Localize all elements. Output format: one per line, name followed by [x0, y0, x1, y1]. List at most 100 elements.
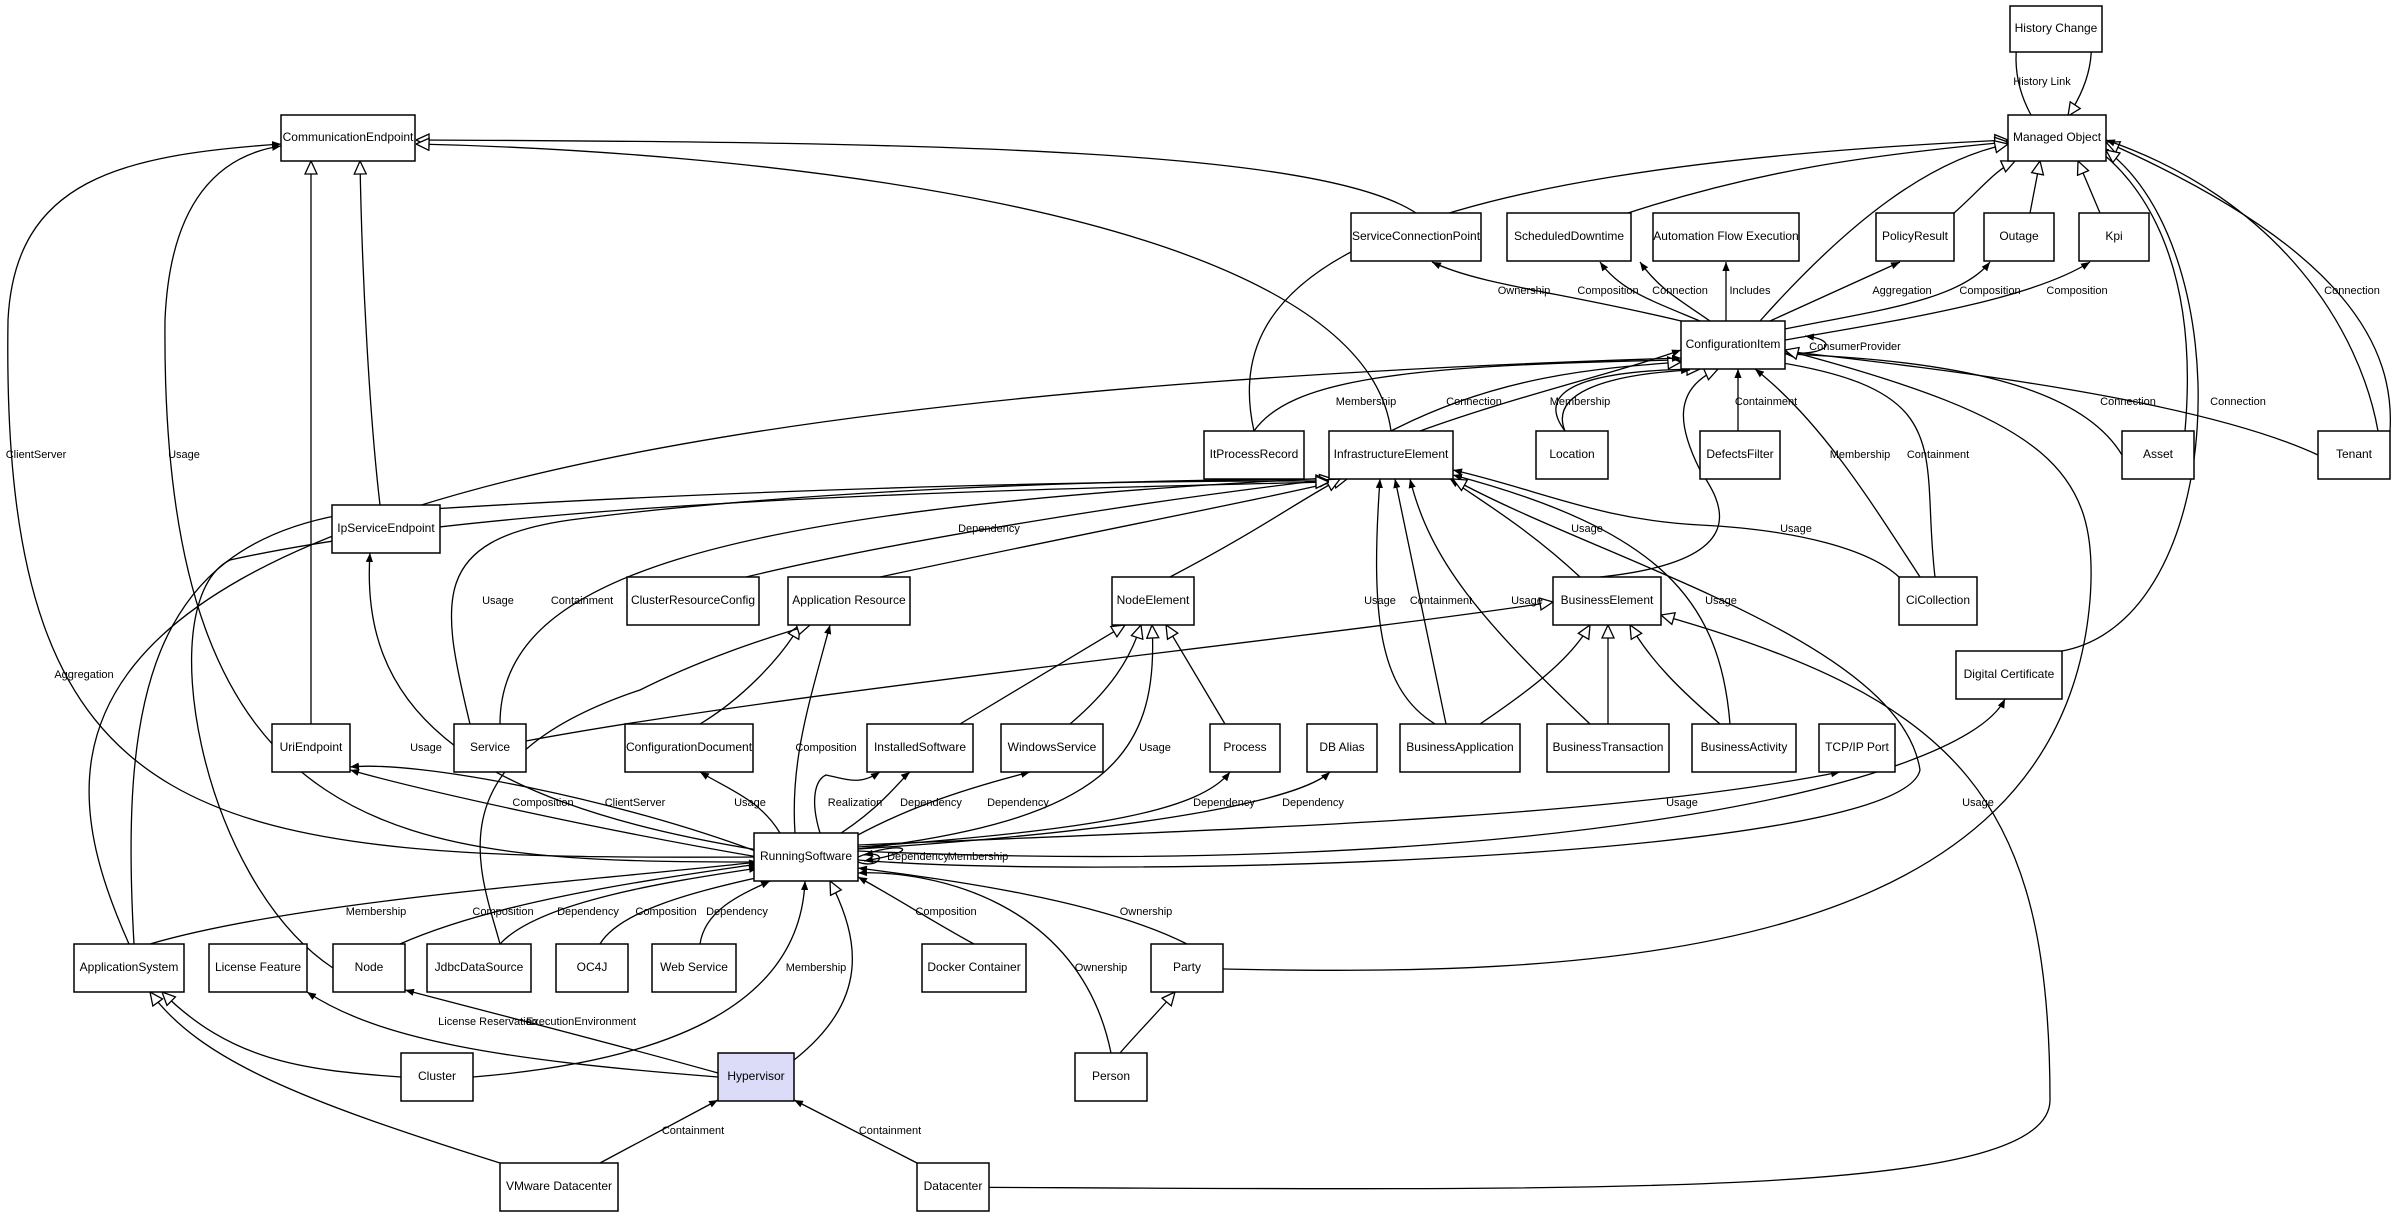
edge-label-connection: Connection [2210, 396, 2266, 408]
node-box [453, 723, 527, 773]
edge-label-usage: Usage [1571, 523, 1603, 535]
class-node-policy-result[interactable]: PolicyResult [1875, 212, 1955, 262]
class-node-tenant[interactable]: Tenant [2317, 430, 2391, 480]
edge-running-software-to-application-resource [793, 624, 832, 834]
node-label: Node [355, 960, 384, 974]
edge-line [2106, 142, 2392, 432]
node-label: Service [470, 740, 510, 754]
class-node-asset[interactable]: Asset [2121, 430, 2195, 480]
node-box [208, 943, 308, 993]
class-node-hypervisor[interactable]: Hypervisor [717, 1052, 795, 1102]
edge-running-software-to-configuration-document [699, 771, 781, 834]
node-label: Automation Flow Execution [1653, 229, 1798, 243]
edge-datacenter-to-hypervisor [793, 1099, 918, 1164]
class-node-application-system[interactable]: ApplicationSystem [73, 943, 185, 993]
edge-line [472, 880, 809, 1078]
edge-running-software-to-digital-certificate [857, 698, 2006, 858]
class-node-application-resource[interactable]: Application Resource [787, 576, 911, 626]
edge-line [793, 624, 832, 834]
class-node-digital-certificate[interactable]: Digital Certificate [1955, 650, 2063, 700]
edge-label-usage: Usage [1962, 797, 1994, 809]
class-node-outage[interactable]: Outage [1983, 212, 2055, 262]
class-node-node[interactable]: Node [332, 943, 406, 993]
class-node-business-transaction[interactable]: BusinessTransaction [1546, 723, 1670, 773]
edge-line [150, 992, 501, 1164]
node-box [1000, 723, 1104, 773]
class-node-uri-endpoint[interactable]: UriEndpoint [271, 723, 351, 773]
class-node-configuration-document[interactable]: ConfigurationDocument [624, 723, 754, 773]
edge-node-to-running-software [399, 861, 759, 945]
class-node-docker-container[interactable]: Docker Container [921, 943, 1027, 993]
class-node-installed-software[interactable]: InstalledSoftware [866, 723, 974, 773]
edge-label-composition: Composition [915, 906, 976, 918]
edge-label-usage: Usage [1705, 595, 1737, 607]
class-node-it-process-record[interactable]: ItProcessRecord [1203, 430, 1305, 480]
class-node-scheduled-downtime[interactable]: ScheduledDowntime [1506, 212, 1632, 262]
class-node-configuration-item[interactable]: ConfigurationItem [1680, 320, 1786, 370]
class-node-infrastructure-element[interactable]: InfrastructureElement [1328, 430, 1454, 480]
node-label: BusinessApplication [1406, 740, 1513, 754]
class-node-tcp-ip-port[interactable]: TCP/IP Port [1818, 723, 1896, 773]
class-node-oc4j[interactable]: OC4J [555, 943, 629, 993]
class-node-license-feature[interactable]: License Feature [208, 943, 308, 993]
class-node-defects-filter[interactable]: DefectsFilter [1699, 430, 1781, 480]
class-node-business-application[interactable]: BusinessApplication [1399, 723, 1521, 773]
class-node-vmware-datacenter[interactable]: VMware Datacenter [499, 1162, 619, 1212]
node-label: License Feature [215, 960, 301, 974]
edge-line [829, 771, 911, 841]
class-node-db-alias[interactable]: DB Alias [1306, 723, 1378, 773]
edge-line [416, 144, 1392, 432]
class-node-kpi[interactable]: Kpi [2078, 212, 2150, 262]
edge-label-composition: Composition [472, 906, 533, 918]
node-label: PolicyResult [1882, 229, 1949, 243]
node-label: NodeElement [1117, 593, 1190, 607]
node-label: InfrastructureElement [1334, 447, 1449, 461]
class-node-business-activity[interactable]: BusinessActivity [1691, 723, 1797, 773]
class-node-ci-collection[interactable]: CiCollection [1898, 576, 1978, 626]
class-node-automation-flow-execution[interactable]: Automation Flow Execution [1652, 212, 1800, 262]
edge-business-activity-to-business-element [1630, 625, 1721, 725]
edge-line [1431, 261, 1682, 322]
edge-digital-certificate-to-managed-object [2061, 150, 2199, 652]
edge-oc4j-to-running-software [599, 874, 766, 945]
class-node-ip-service-endpoint[interactable]: IpServiceEndpoint [331, 504, 441, 554]
class-node-jdbc-data-source[interactable]: JdbcDataSource [426, 943, 532, 993]
edge-line [1555, 369, 1700, 432]
class-node-service-connection-point[interactable]: ServiceConnectionPoint [1350, 212, 1482, 262]
edge-line [2078, 161, 2101, 214]
class-node-history-change[interactable]: History Change [2009, 5, 2103, 53]
edge-configuration-item-to-managed-object [1759, 144, 2008, 322]
class-node-running-software[interactable]: RunningSoftware [753, 832, 859, 882]
class-node-party[interactable]: Party [1150, 943, 1224, 993]
class-node-cluster-resource-config[interactable]: ClusterResourceConfig [626, 576, 760, 626]
edge-label-membership: Membership [786, 962, 847, 974]
edge-running-software-to-infrastructure-element [857, 479, 1921, 868]
class-node-business-element[interactable]: BusinessElement [1552, 576, 1662, 626]
edge-running-software-to-communication-endpoint [7, 141, 759, 858]
class-node-person[interactable]: Person [1074, 1052, 1148, 1102]
class-node-communication-endpoint[interactable]: CommunicationEndpoint [280, 114, 416, 162]
node-box [1680, 320, 1786, 370]
edge-datacenter-to-business-element [916, 615, 2051, 1190]
edge-application-resource-to-infrastructure-element [879, 479, 1347, 578]
class-node-managed-object[interactable]: Managed Object [2007, 114, 2107, 162]
node-box [1898, 576, 1978, 626]
class-node-web-service[interactable]: Web Service [651, 943, 737, 993]
class-node-node-element[interactable]: NodeElement [1111, 576, 1195, 626]
edge-outage-to-managed-object [2029, 161, 2040, 214]
node-label: Datacenter [924, 1179, 983, 1193]
class-node-service[interactable]: Service [453, 723, 527, 773]
class-node-process[interactable]: Process [1209, 723, 1281, 773]
edge-label-containment: Containment [859, 1125, 921, 1137]
edge-label-containment: Containment [1735, 396, 1797, 408]
class-node-cluster[interactable]: Cluster [400, 1052, 474, 1102]
edge-label-composition: Composition [1959, 285, 2020, 297]
node-label: BusinessTransaction [1553, 740, 1664, 754]
class-node-windows-service[interactable]: WindowsService [1000, 723, 1104, 773]
edge-location-to-configuration-item [1561, 366, 1691, 432]
class-node-location[interactable]: Location [1535, 430, 1609, 480]
edge-line [1166, 625, 1226, 725]
edge-line [416, 140, 1417, 214]
class-node-datacenter[interactable]: Datacenter [916, 1162, 990, 1212]
edge-line [2105, 139, 2379, 432]
